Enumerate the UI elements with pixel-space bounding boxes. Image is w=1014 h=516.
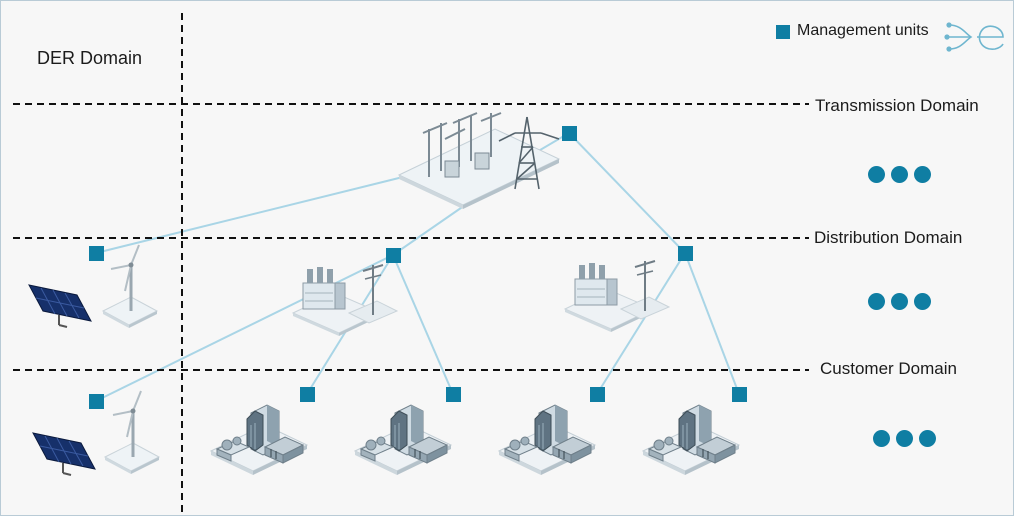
management-unit-customer-3 [590, 387, 605, 402]
legend-label: Management units [797, 22, 929, 39]
customer-building-icon-4 [642, 404, 740, 476]
management-unit-customer-4 [732, 387, 747, 402]
wind-turbine-icon-1 [101, 243, 159, 330]
management-unit-der-1 [89, 246, 104, 261]
management-unit-customer-2 [446, 387, 461, 402]
distribution-transformer-icon-2 [564, 260, 670, 333]
customer-building-icon-2 [354, 404, 452, 476]
link-dist2-customer3 [596, 252, 686, 395]
management-unit-customer-1 [300, 387, 315, 402]
link-der-distribution [95, 254, 394, 402]
link-dist1-customer2 [392, 254, 454, 395]
management-units [89, 126, 747, 409]
ellipsis-icon-distribution [868, 293, 931, 310]
management-unit-distribution-1 [386, 248, 401, 263]
link-dist2-customer4 [684, 252, 740, 395]
logo-icon [944, 22, 1004, 52]
link-der-transmission [95, 172, 420, 254]
ellipsis-icon-transmission [868, 166, 931, 183]
ellipsis-icon-customer [873, 430, 936, 447]
management-unit-distribution-2 [678, 246, 693, 261]
link-distribution-1-transmission [392, 200, 472, 256]
link-transmission-distribution-2 [568, 132, 686, 254]
transmission-domain-label: Transmission Domain [813, 96, 981, 115]
distribution-transformer-icon-1 [292, 264, 398, 337]
wind-turbine-icon-2 [103, 389, 161, 476]
solar-panel-icon-1 [28, 284, 92, 328]
management-unit-der-2 [89, 394, 104, 409]
solar-panel-icon-2 [32, 432, 96, 476]
management-unit-transmission [562, 126, 577, 141]
domain-dividers [13, 13, 809, 515]
customer-domain-label: Customer Domain [818, 359, 959, 378]
legend-swatch [776, 25, 790, 39]
customer-building-icon-1 [210, 404, 308, 476]
distribution-domain-label: Distribution Domain [812, 228, 965, 247]
der-domain-label: DER Domain [37, 48, 143, 68]
customer-building-icon-3 [498, 404, 596, 476]
transmission-substation-icon [397, 112, 561, 209]
